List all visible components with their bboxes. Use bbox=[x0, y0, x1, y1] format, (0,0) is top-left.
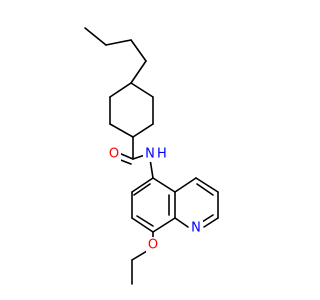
bond-cyclohexane-4 bbox=[132, 123, 154, 138]
bond-quinoline-3 bbox=[131, 217, 154, 233]
bond-butyl-3 bbox=[130, 39, 147, 62]
structure-svg: O N H N O bbox=[84, 27, 219, 285]
bond-pyridine-2 bbox=[195, 177, 219, 193]
atom-bg-nh bbox=[143, 146, 167, 162]
bond-quinoline-6 bbox=[152, 177, 176, 193]
bond-cyclohexane-1 bbox=[109, 82, 132, 98]
atom-oxygen-carbonyl: O bbox=[109, 147, 119, 162]
bond-quinoline-1 bbox=[131, 177, 154, 193]
bond-quinoline-3-inner bbox=[136, 215, 154, 227]
bond-ether-ethyl-1 bbox=[131, 250, 148, 261]
atom-nitrogen-amide: N bbox=[145, 147, 155, 162]
bond-n-aryl bbox=[149, 158, 154, 179]
atom-bg-n2 bbox=[189, 220, 203, 236]
atom-bg-o1 bbox=[107, 146, 121, 162]
bond-butyl-1 bbox=[84, 27, 107, 46]
bond-quinoline-1-inner bbox=[133, 183, 151, 196]
atom-bg-o2 bbox=[146, 237, 160, 253]
bond-pyridine-4-inner bbox=[201, 214, 214, 223]
atom-oxygen-ether: O bbox=[148, 238, 158, 253]
molecule-diagram: O N H N O bbox=[84, 27, 219, 285]
bond-pyridine-4 bbox=[203, 217, 219, 228]
bond-butyl-4 bbox=[130, 60, 147, 84]
bond-butyl-2 bbox=[105, 39, 132, 46]
bond-pyridine-1 bbox=[174, 177, 197, 193]
bond-quinoline-4 bbox=[152, 217, 176, 233]
bond-pyridine-2-inner bbox=[196, 183, 214, 196]
atom-hydrogen-amide: H bbox=[157, 147, 167, 162]
bond-cyclohexane-6 bbox=[130, 82, 154, 98]
atom-nitrogen-quinoline: N bbox=[191, 221, 201, 236]
bond-pyridine-5 bbox=[174, 217, 189, 228]
bond-cyclohexane-3 bbox=[109, 123, 134, 138]
